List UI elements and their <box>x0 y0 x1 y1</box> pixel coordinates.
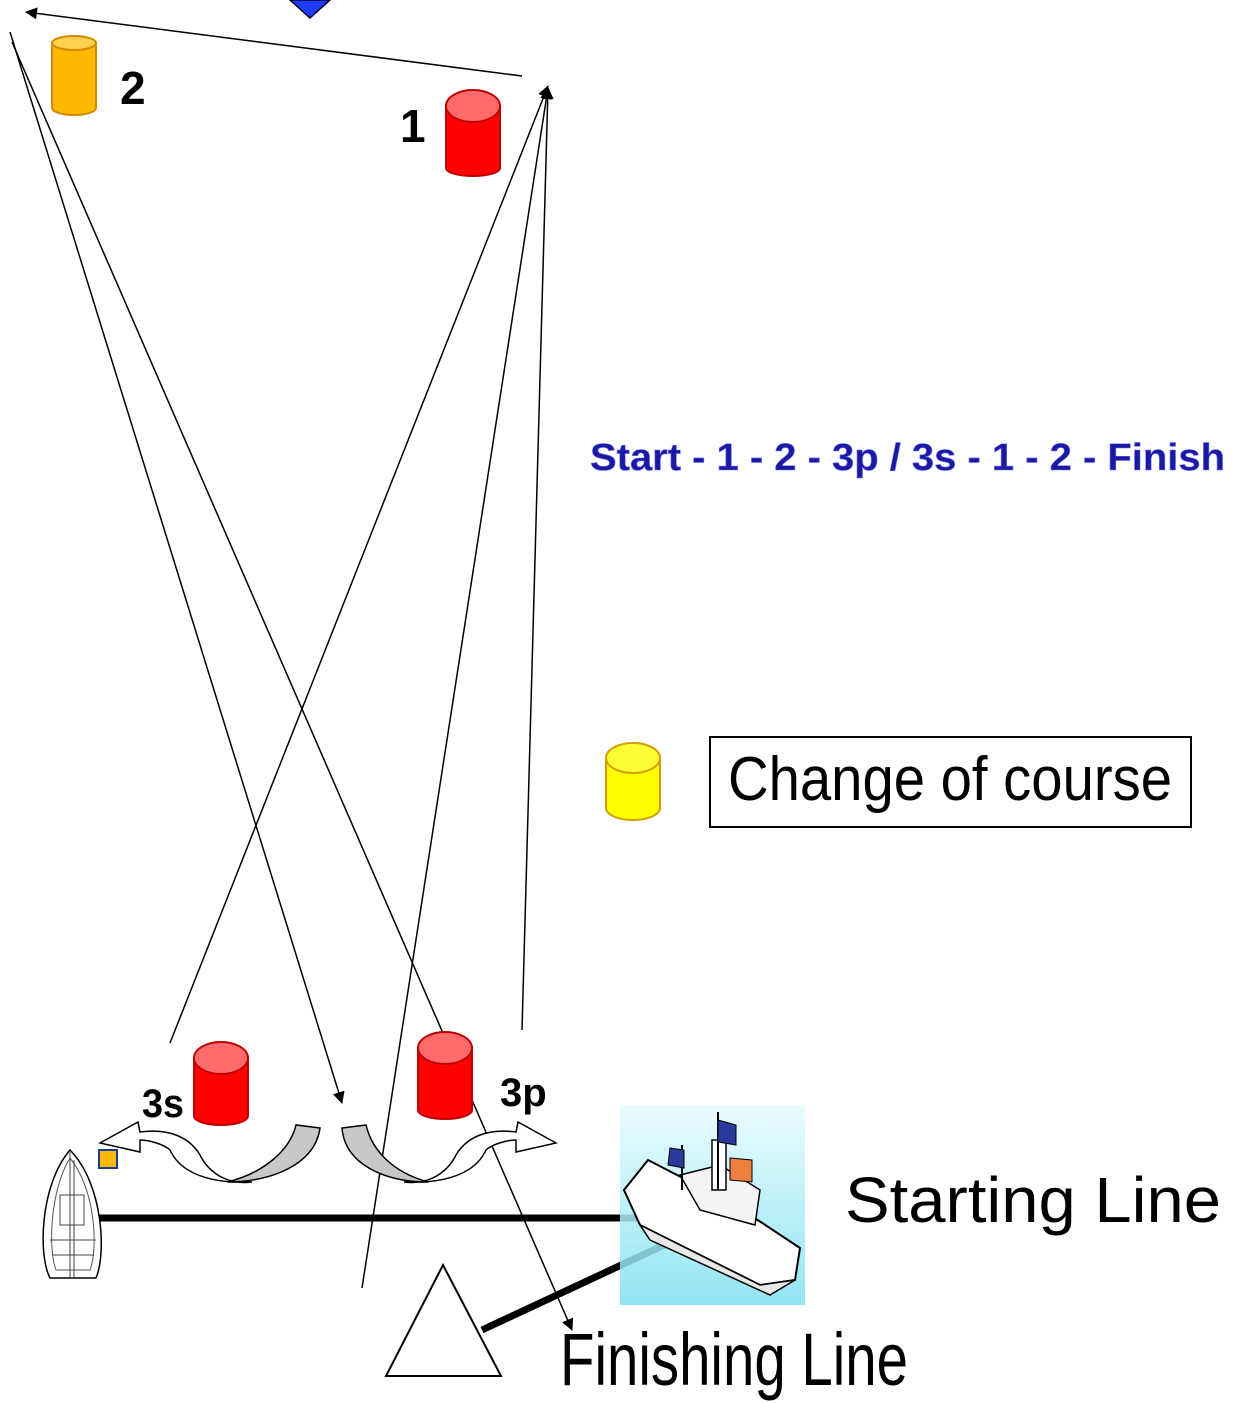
mark-2-label: 2 <box>120 62 146 114</box>
mark-3p-label: 3p <box>500 1071 547 1115</box>
mark-3p <box>417 1031 473 1120</box>
mark-1-label: 1 <box>400 100 426 152</box>
starting-line-label: Starting Line <box>845 1164 1221 1236</box>
change-of-course-mark <box>605 742 661 821</box>
leg-3s-to-1 <box>169 85 550 1044</box>
sailboat-icon <box>42 1148 118 1279</box>
mark-3s-label: 3s <box>142 1082 184 1126</box>
leg-start-to-1 <box>361 87 553 1289</box>
gate-3p-rounding-arrow <box>341 1120 559 1184</box>
mark-2 <box>51 35 97 116</box>
blue-diamond-icon <box>288 0 332 20</box>
gate-3s-rounding-arrow <box>97 1120 321 1184</box>
change-of-course-box <box>709 736 1192 828</box>
change-of-course-label: Change of course <box>728 745 1172 814</box>
leg-2-to-gate <box>9 31 345 1104</box>
course-sequence: Start - 1 - 2 - 3p / 3s - 1 - 2 - Finish <box>590 437 1225 479</box>
mark-1 <box>445 89 501 177</box>
committee-boat-icon <box>620 1105 805 1305</box>
course-legs <box>9 7 574 1331</box>
finishing-line-label: Finishing Line <box>560 1318 908 1401</box>
triangle-mark-icon <box>384 1262 503 1377</box>
leg-2-to-finish <box>11 41 574 1331</box>
leg-3p-to-1 <box>521 87 554 1031</box>
mark-3s <box>193 1041 249 1126</box>
leg-1-to-2 <box>25 7 523 77</box>
